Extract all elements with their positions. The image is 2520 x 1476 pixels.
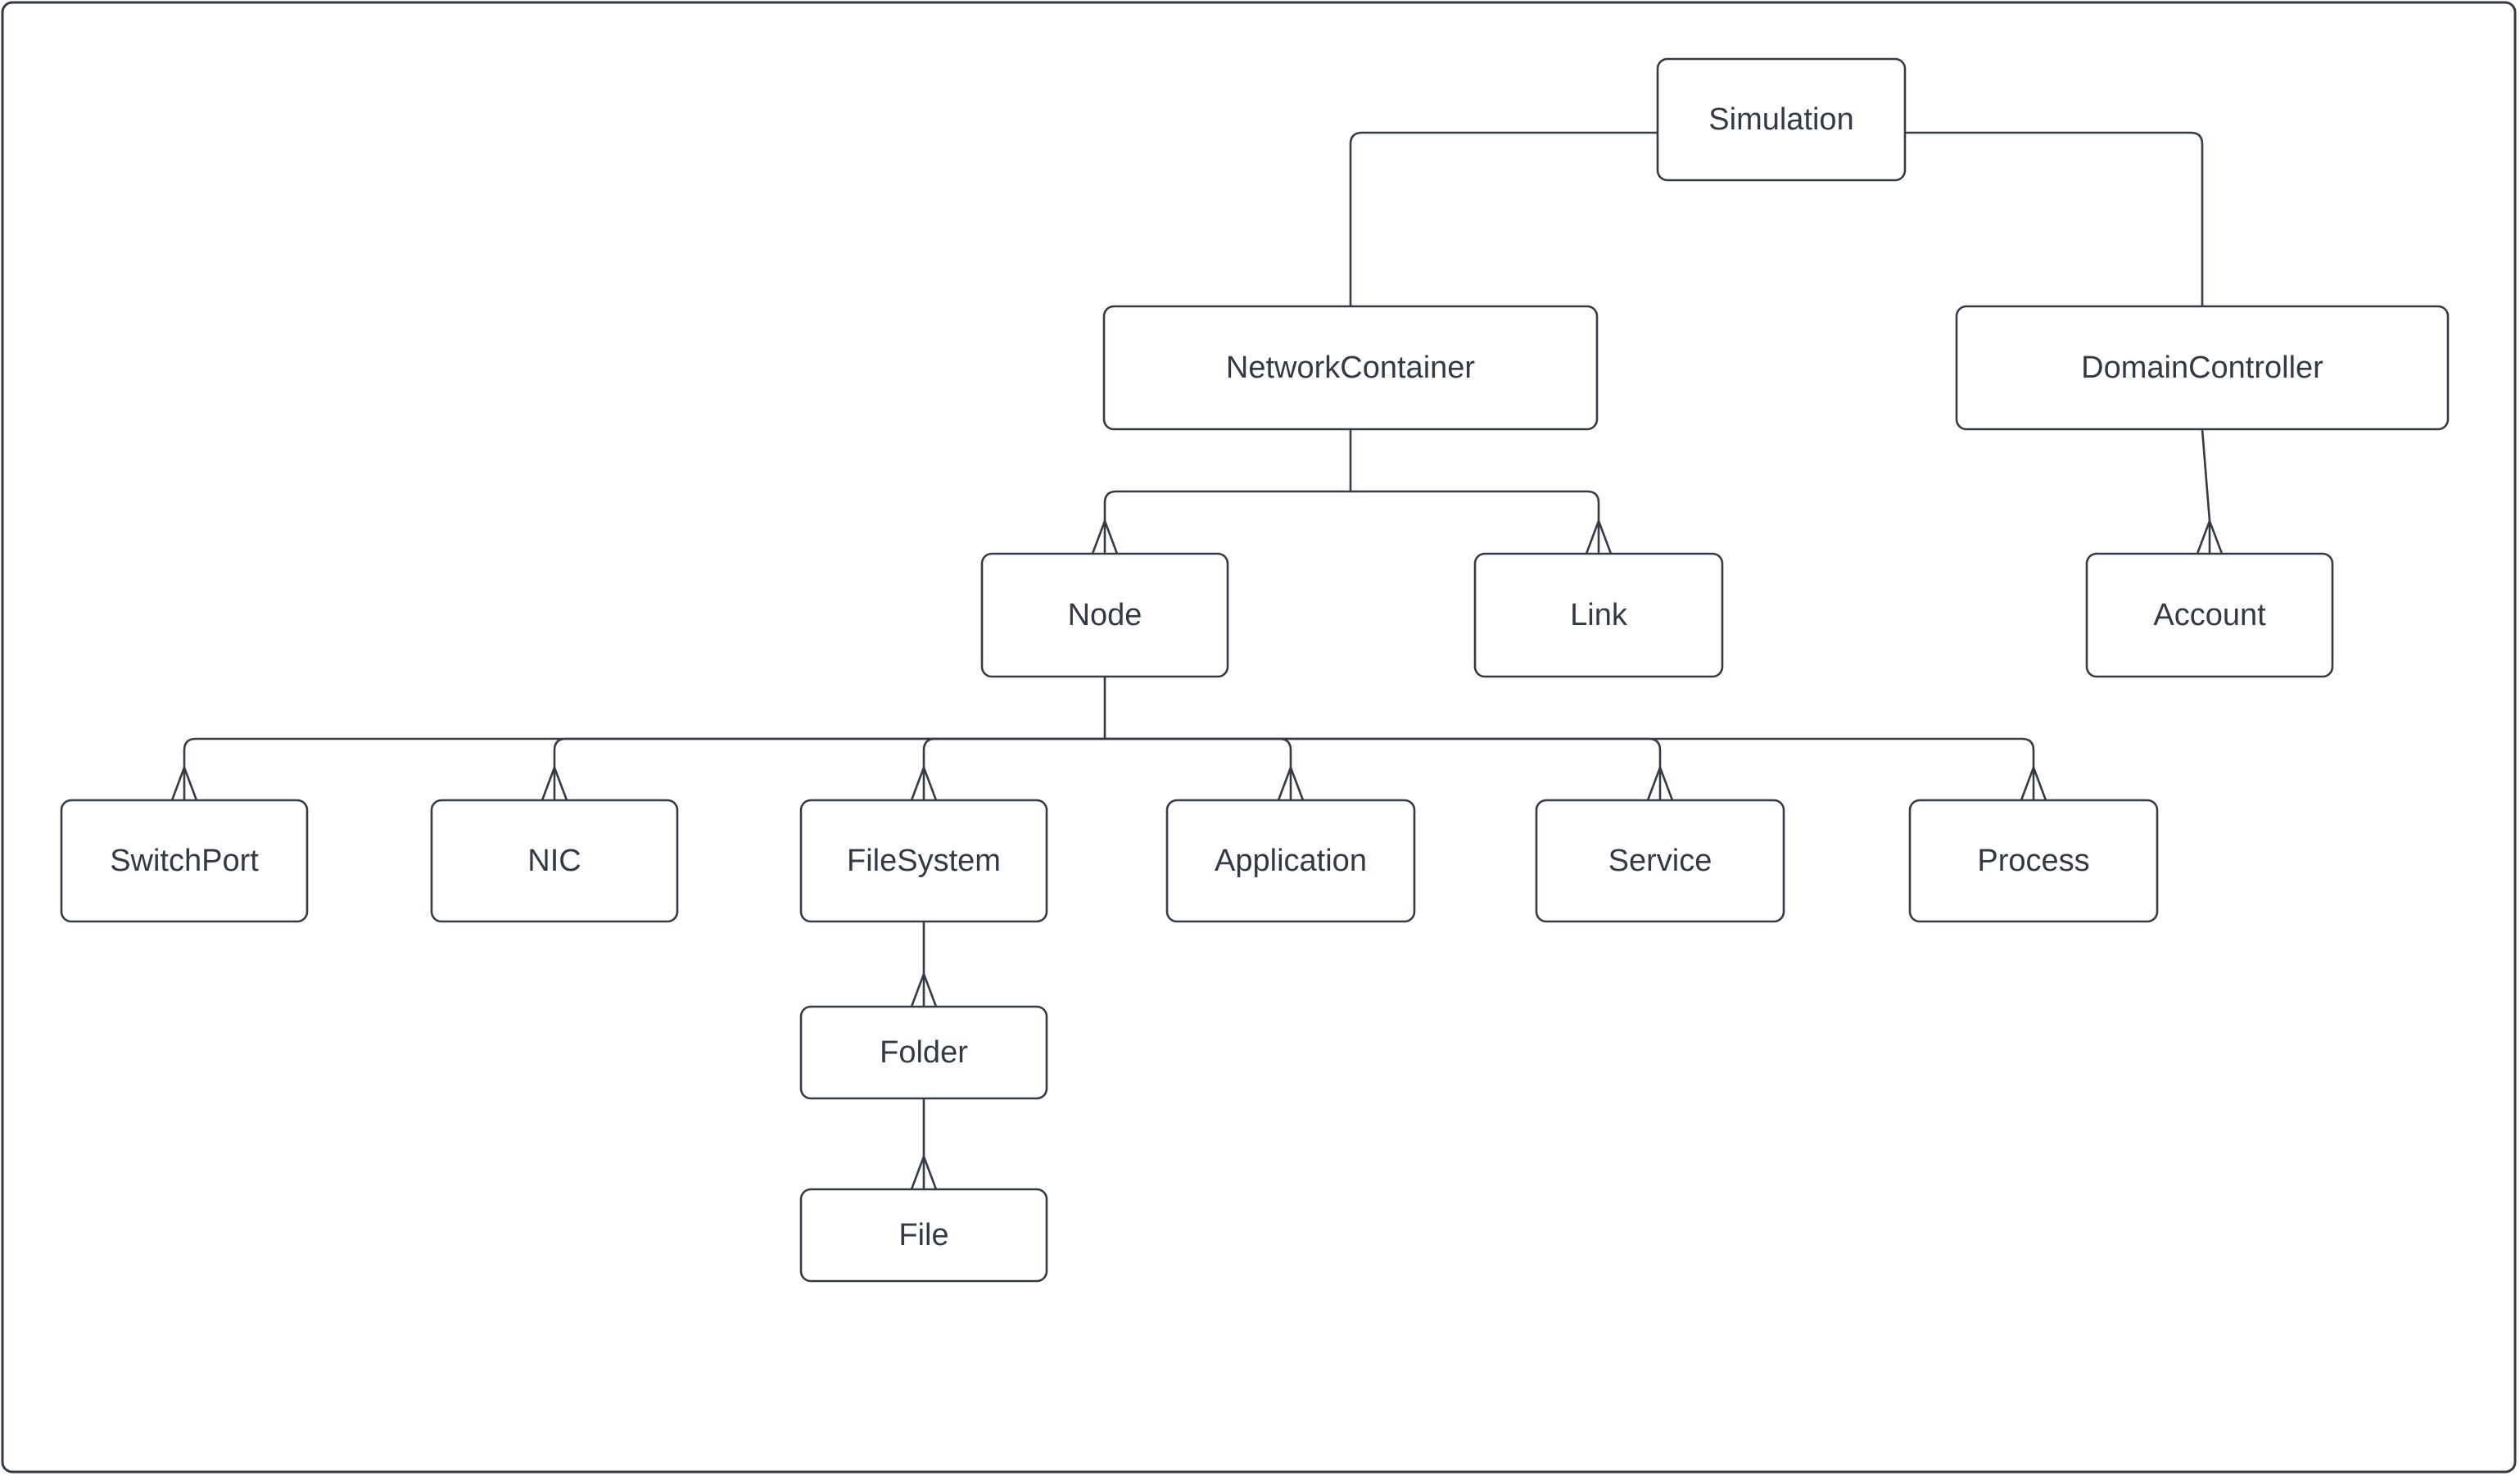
edge-simulation-to-network_container <box>1349 131 1781 306</box>
class-node-node[interactable]: Node <box>980 552 1229 678</box>
edge-node-to-filesystem <box>922 737 1105 767</box>
class-label-file: File <box>898 1218 948 1252</box>
generalization-arrow-node <box>1091 518 1119 555</box>
class-node-service[interactable]: Service <box>1535 799 1785 923</box>
class-node-filesystem[interactable]: FileSystem <box>799 799 1048 923</box>
generalization-arrow-link <box>1585 518 1613 555</box>
generalization-arrow-file <box>910 1153 938 1190</box>
edge-node-to-nic <box>553 737 1105 767</box>
class-label-process: Process <box>1977 844 2089 878</box>
class-label-switchport: SwitchPort <box>110 844 259 878</box>
generalization-arrow-application <box>1277 764 1305 801</box>
class-node-nic[interactable]: NIC <box>430 799 679 923</box>
generalization-arrow-nic <box>541 764 568 801</box>
class-label-simulation: Simulation <box>1708 102 1853 137</box>
class-node-folder[interactable]: Folder <box>799 1005 1048 1100</box>
class-label-folder: Folder <box>880 1035 968 1070</box>
edge-domain_controller-to-account <box>2201 428 2211 522</box>
class-box-filesystem[interactable] <box>799 799 1048 923</box>
generalization-arrow-switchport <box>170 764 198 801</box>
class-label-filesystem: FileSystem <box>847 844 1001 878</box>
edge-network_container-to-node <box>1103 490 1350 521</box>
class-node-link[interactable]: Link <box>1473 552 1724 678</box>
edge-layer <box>170 131 2224 1190</box>
edge-simulation-to-domain_controller <box>1781 131 2204 306</box>
class-label-domain_controller: DomainController <box>2081 351 2323 385</box>
class-node-account[interactable]: Account <box>2085 552 2334 678</box>
class-box-simulation[interactable] <box>1656 57 1907 182</box>
class-node-file[interactable]: File <box>799 1188 1048 1283</box>
class-box-link[interactable] <box>1473 552 1724 678</box>
class-box-file[interactable] <box>799 1188 1048 1283</box>
generalization-arrow-filesystem <box>910 764 938 801</box>
generalization-arrow-account <box>2196 518 2224 555</box>
class-label-application: Application <box>1215 844 1367 878</box>
class-label-link: Link <box>1570 598 1628 632</box>
class-node-network_container[interactable]: NetworkContainer <box>1102 305 1599 431</box>
class-node-application[interactable]: Application <box>1165 799 1416 923</box>
class-label-nic: NIC <box>527 844 581 878</box>
generalization-arrow-folder <box>910 971 938 1007</box>
class-box-folder[interactable] <box>799 1005 1048 1100</box>
class-label-service: Service <box>1608 844 1712 878</box>
class-box-switchport[interactable] <box>60 799 309 923</box>
class-box-domain_controller[interactable] <box>1955 305 2450 431</box>
class-label-network_container: NetworkContainer <box>1226 351 1475 385</box>
class-box-account[interactable] <box>2085 552 2334 678</box>
edge-node-to-process <box>1105 737 2035 767</box>
class-box-network_container[interactable] <box>1102 305 1599 431</box>
class-box-service[interactable] <box>1535 799 1785 923</box>
generalization-arrow-service <box>1646 764 1674 801</box>
class-node-simulation[interactable]: Simulation <box>1656 57 1907 182</box>
class-box-nic[interactable] <box>430 799 679 923</box>
class-box-application[interactable] <box>1165 799 1416 923</box>
class-box-node[interactable] <box>980 552 1229 678</box>
class-label-account: Account <box>2153 598 2266 632</box>
edge-network_container-to-link <box>1350 490 1600 521</box>
class-label-node: Node <box>1068 598 1142 632</box>
generalization-arrow-process <box>2020 764 2047 801</box>
class-node-switchport[interactable]: SwitchPort <box>60 799 309 923</box>
class-box-process[interactable] <box>1908 799 2159 923</box>
class-node-process[interactable]: Process <box>1908 799 2159 923</box>
edge-node-to-switchport <box>183 737 1105 767</box>
class-node-domain_controller[interactable]: DomainController <box>1955 305 2450 431</box>
